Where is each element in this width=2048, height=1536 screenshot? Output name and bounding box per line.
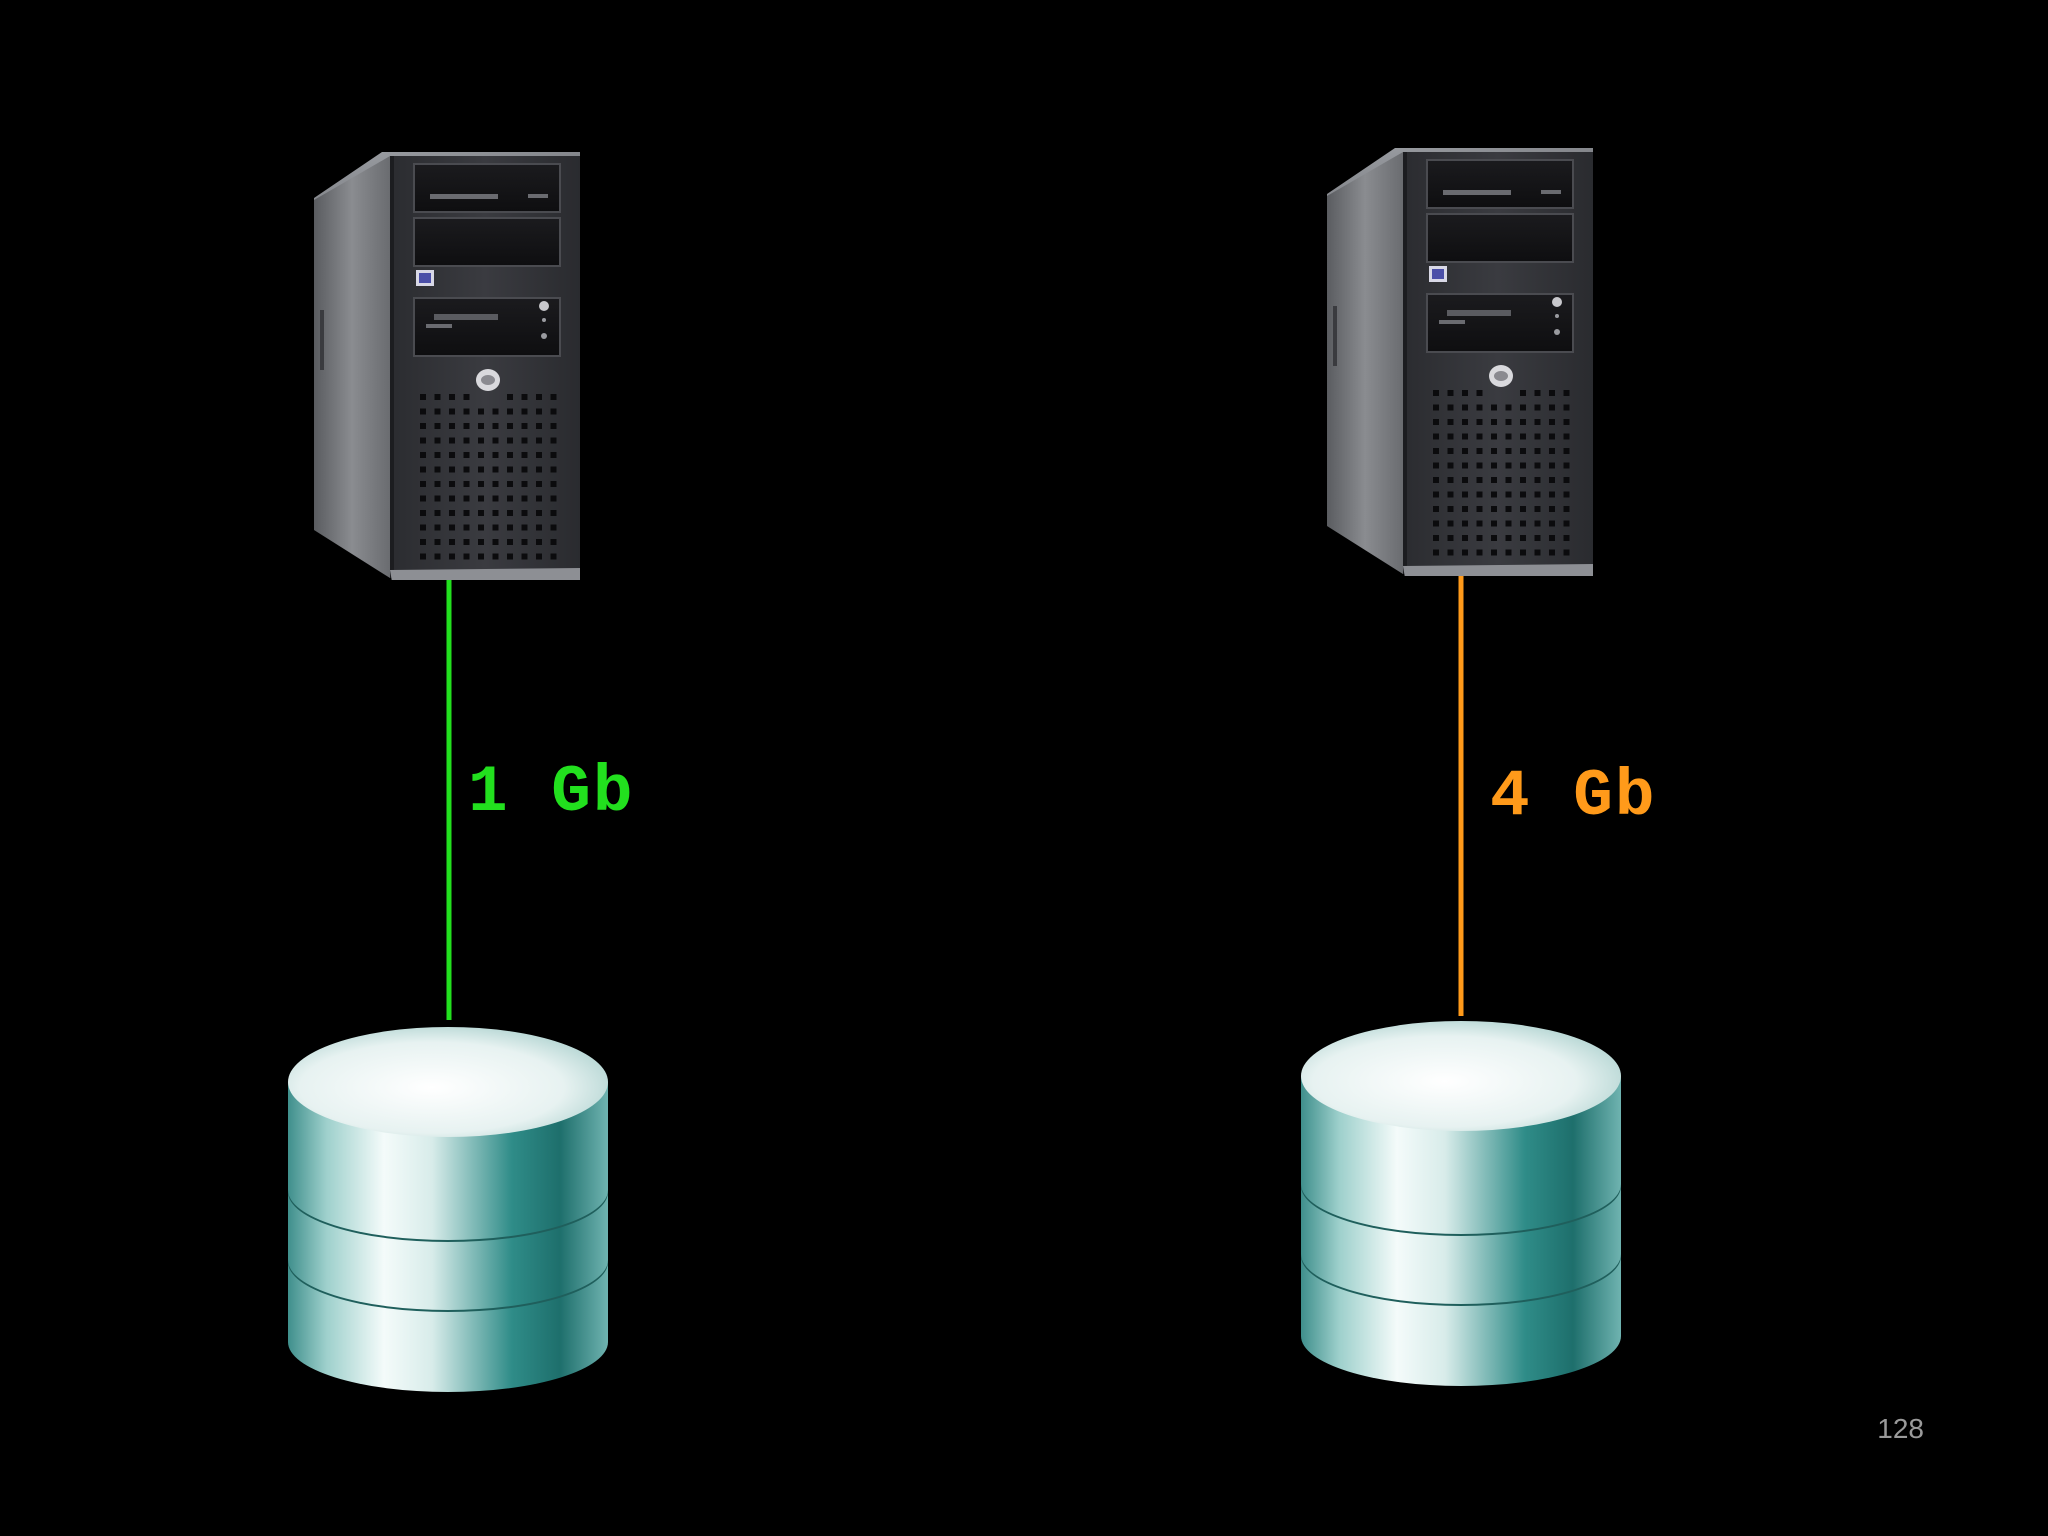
database-stack-icon (288, 1027, 608, 1392)
link-speed-label-right: 4 Gb (1490, 759, 1657, 834)
server-left (313, 151, 581, 580)
tower-server-icon (1326, 147, 1594, 576)
link-speed-label-left: 1 Gb (468, 755, 635, 830)
database-right (1301, 1021, 1621, 1386)
tower-server-icon (313, 151, 581, 580)
database-left (288, 1027, 608, 1392)
page-number: 128 (1877, 1413, 1924, 1444)
database-stack-icon (1301, 1021, 1621, 1386)
server-right (1326, 147, 1594, 576)
